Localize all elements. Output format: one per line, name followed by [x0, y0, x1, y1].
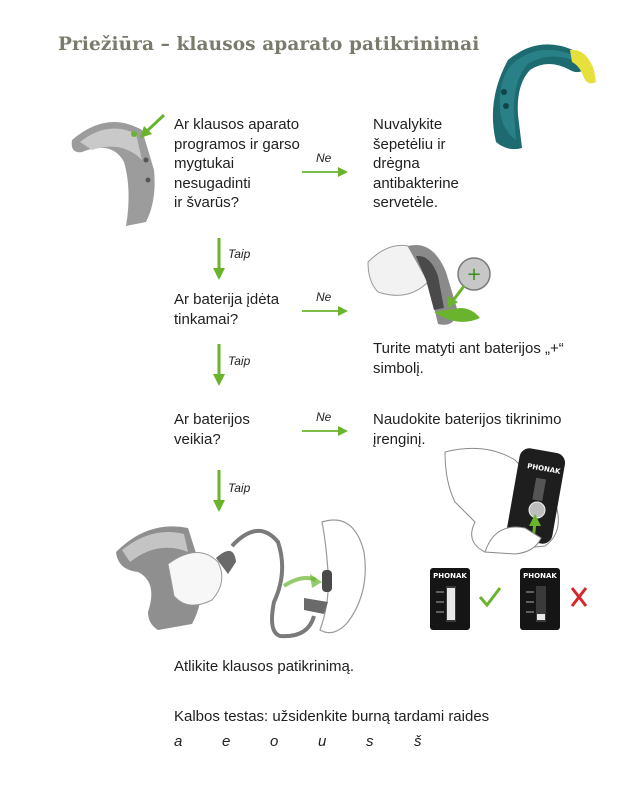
- arrow-right-icon: [302, 426, 348, 436]
- no-label-step-3: Ne: [316, 410, 332, 424]
- check-icon: [478, 587, 502, 608]
- speech-letter: š: [414, 733, 422, 750]
- arrow-down-icon: [213, 344, 225, 386]
- arrow-down-icon: [213, 470, 225, 512]
- speech-letter: o: [270, 733, 279, 750]
- hearing-aid-listening-image: [116, 519, 366, 639]
- question-step-2: Ar baterija įdėta tinkamai?: [174, 291, 280, 328]
- battery-tester-ok-image: PHONAK: [430, 568, 470, 630]
- hearing-aid-teal-image: [492, 44, 596, 150]
- battery-tester-empty-image: PHONAK: [520, 568, 560, 630]
- yes-label-2: Taip: [228, 354, 251, 368]
- phonak-logo: PHONAK: [433, 572, 467, 580]
- hearing-aid-grey-image: [71, 122, 155, 226]
- speech-letter: s: [366, 733, 374, 750]
- speech-letter: e: [222, 733, 231, 750]
- yes-label-1: Taip: [228, 247, 251, 261]
- pointer-arrow-icon: [140, 113, 166, 138]
- no-label-step-2: Ne: [316, 290, 332, 304]
- arrow-right-icon: [302, 167, 348, 177]
- page-title: Priežiūra – klausos aparato patikrinimai: [58, 34, 480, 55]
- speech-test-text: Kalbos testas: užsidenkite burną tardami…: [174, 708, 490, 725]
- arrow-down-icon: [213, 238, 225, 280]
- action-step-3: Naudokite baterijos tikrinimo įrenginį.: [373, 411, 562, 448]
- action-step-2: Turite matyti ant baterijos „+“ simbolį.: [373, 340, 564, 377]
- question-step-3: Ar baterijos veikia?: [174, 411, 250, 448]
- cross-icon: [570, 587, 588, 607]
- question-step-1: Ar klausos aparato programos ir garso my…: [174, 116, 300, 211]
- battery-compartment-image: +: [367, 244, 491, 325]
- yes-label-3: Taip: [228, 481, 251, 495]
- action-step-1: Nuvalykite šepetėliu ir drėgna antibakte…: [373, 116, 459, 211]
- arrow-right-icon: [302, 306, 348, 316]
- battery-plus-icon: +: [466, 264, 481, 285]
- no-label-step-1: Ne: [316, 151, 332, 165]
- speech-letter: a: [174, 733, 183, 750]
- phonak-logo: PHONAK: [523, 572, 557, 580]
- final-step-text: Atlikite klausos patikrinimą.: [174, 658, 355, 675]
- battery-tester-hand-image: PHONAK: [444, 447, 566, 555]
- speech-letter: u: [318, 733, 327, 750]
